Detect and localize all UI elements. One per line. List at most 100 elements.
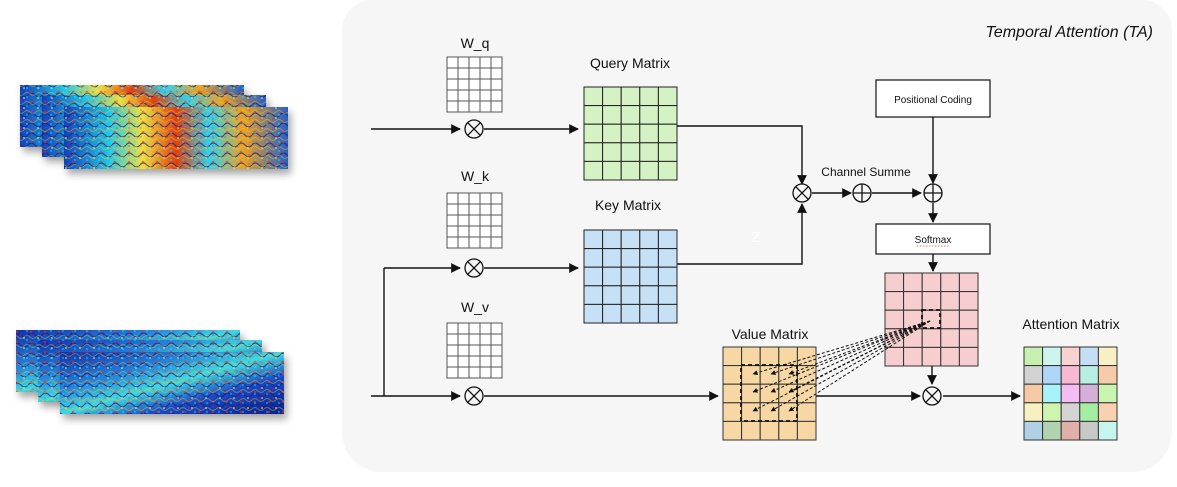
matrix-cell (741, 402, 761, 422)
matrix-cell (468, 366, 481, 379)
matrix-cell (1042, 383, 1062, 404)
matrix-cell (1097, 346, 1118, 367)
matrix-cell (479, 192, 492, 205)
matrix-cell (468, 236, 481, 249)
query-to-multiply-arrow (677, 125, 807, 185)
matrix-cell (490, 333, 503, 346)
matrix-cell (457, 192, 470, 205)
matrix-cell (1042, 420, 1062, 441)
matrix-cell (620, 285, 641, 305)
matrix-cell (457, 100, 470, 113)
matrix-cell (479, 78, 492, 91)
matrix-cell (741, 365, 761, 385)
matrix-cell (602, 105, 622, 125)
matrix-cell (657, 142, 678, 162)
matrix-cell (1023, 383, 1044, 404)
matrix-cell (903, 346, 923, 367)
matrix-cell (468, 355, 481, 368)
multiply-icon-k (464, 258, 484, 278)
matrix-cell (1042, 402, 1062, 422)
matrix-cell (490, 225, 503, 238)
matrix-cell (490, 203, 503, 216)
feature-map-texture (60, 352, 284, 414)
matrix-cell (490, 192, 503, 205)
matrix-cell (446, 100, 459, 113)
matrix-cell (921, 272, 942, 293)
matrix-cell (921, 346, 942, 367)
matrix-cell (583, 86, 604, 107)
feature-map-stack-top (20, 85, 288, 169)
matrix-cell (457, 225, 470, 238)
matrix-cell (446, 203, 459, 216)
matrix-cell (620, 105, 641, 125)
weight-matrix-q (446, 56, 503, 113)
weight-matrix-k (446, 192, 503, 249)
channel-sum-label: Channel Summe (821, 165, 911, 179)
matrix-cell (1042, 365, 1062, 385)
matrix-cell (468, 56, 481, 69)
matrix-cell (490, 236, 503, 249)
matrix-cell (479, 225, 492, 238)
feature-map-stack-bottom (16, 330, 284, 414)
matrix-cell (602, 248, 622, 268)
weight-matrix-v (446, 322, 503, 379)
matrix-cell (1079, 402, 1099, 422)
key-matrix (583, 229, 678, 324)
matrix-cell (657, 160, 678, 181)
matrix-cell (583, 248, 604, 268)
matrix-cell (620, 160, 641, 181)
matrix-cell (657, 285, 678, 305)
matrix-cell (722, 420, 743, 441)
matrix-cell (639, 160, 659, 181)
multiply-icon-v (464, 386, 484, 406)
matrix-cell (639, 105, 659, 125)
matrix-cell (639, 123, 659, 144)
matrix-cell (479, 322, 492, 335)
matrix-cell (457, 355, 470, 368)
matrix-cell (639, 229, 659, 250)
matrix-cell (446, 89, 459, 102)
matrix-cell (657, 123, 678, 144)
matrix-cell (639, 142, 659, 162)
matrix-cell (903, 272, 923, 293)
weight-label-q: W_q (461, 35, 490, 51)
matrix-cell (468, 333, 481, 346)
multiply-icon-qk (792, 183, 812, 203)
matrix-cell (620, 266, 641, 287)
matrix-cell (778, 402, 798, 422)
value-window-box (740, 364, 798, 422)
matrix-cell (1097, 383, 1118, 404)
matrix-cell (958, 309, 979, 330)
matrix-cell (468, 322, 481, 335)
key-matrix-label: Key Matrix (595, 197, 661, 213)
matrix-cell (446, 214, 459, 227)
matrix-cell (583, 229, 604, 250)
matrix-cell (639, 86, 659, 107)
softmax-box: Softmax (875, 223, 991, 255)
matrix-cell (446, 56, 459, 69)
matrix-cell (479, 355, 492, 368)
matrix-cell (884, 309, 905, 330)
matrix-cell (457, 236, 470, 249)
matrix-cell (639, 266, 659, 287)
matrix-cell (457, 322, 470, 335)
matrix-cell (583, 303, 604, 324)
matrix-cell (479, 214, 492, 227)
matrix-cell (446, 344, 459, 357)
matrix-cell (639, 285, 659, 305)
matrix-cell (1060, 402, 1081, 422)
value-matrix (722, 346, 817, 441)
matrix-cell (759, 365, 780, 385)
matrix-cell (1079, 365, 1099, 385)
matrix-cell (490, 366, 503, 379)
matrix-cell (479, 333, 492, 346)
matrix-cell (446, 355, 459, 368)
matrix-cell (940, 328, 960, 348)
matrix-cell (602, 142, 622, 162)
matrix-cell (657, 248, 678, 268)
matrix-cell (940, 291, 960, 311)
matrix-cell (620, 123, 641, 144)
matrix-cell (479, 67, 492, 80)
matrix-cell (479, 56, 492, 69)
